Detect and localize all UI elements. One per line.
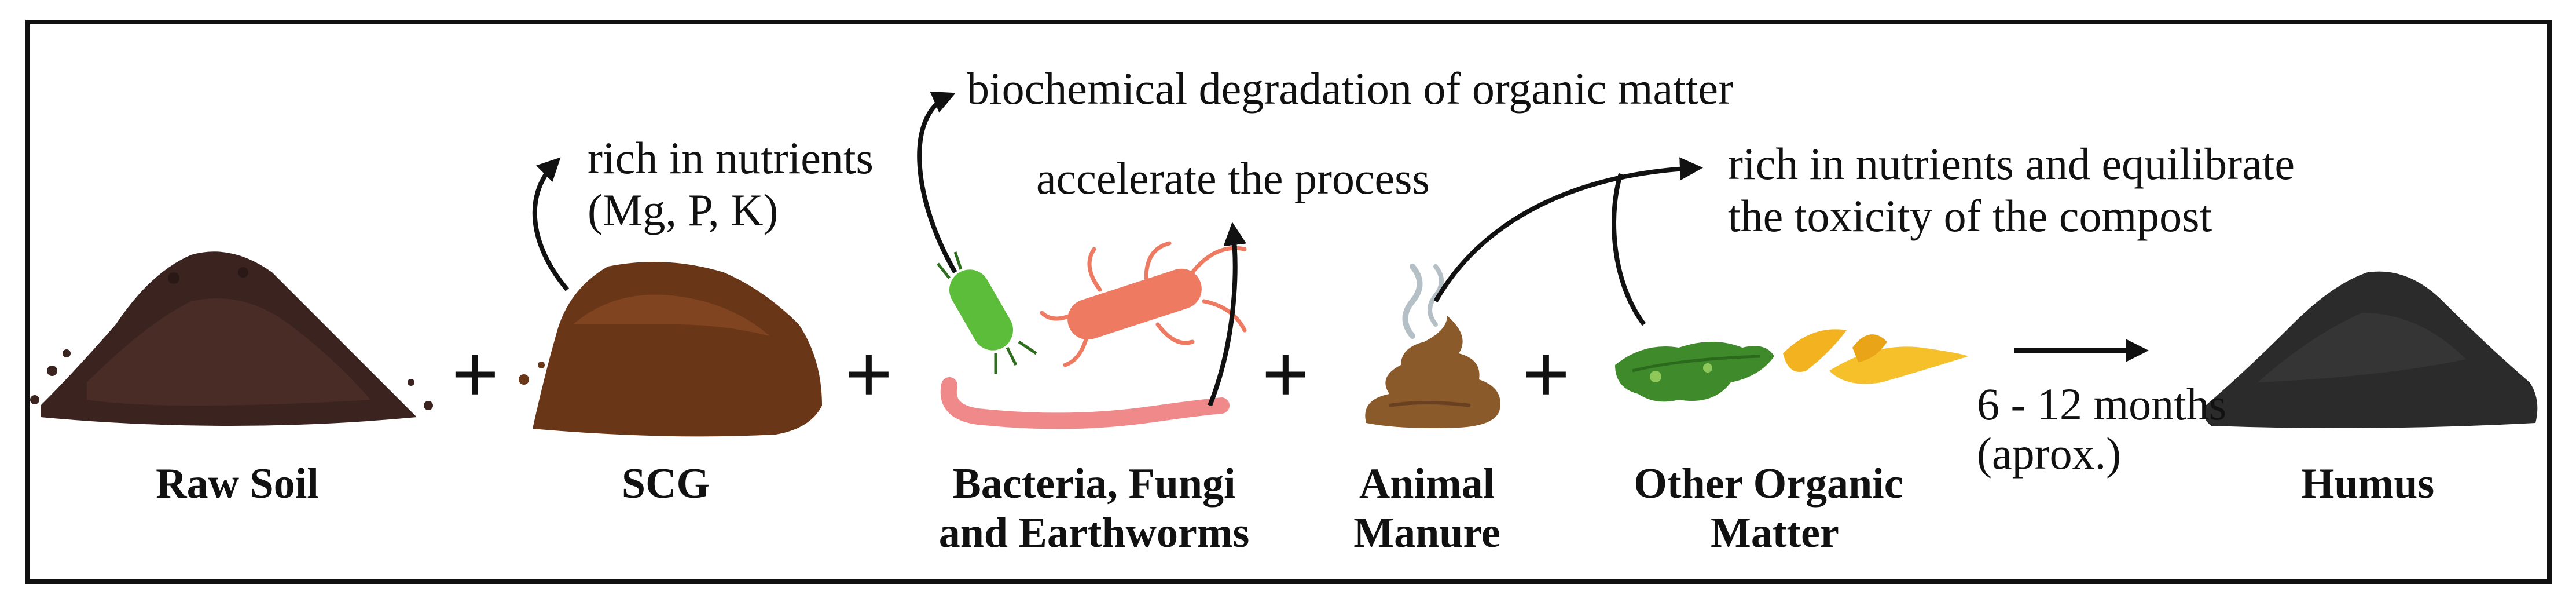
manure-annotation-line2: the toxicity of the compost bbox=[1728, 191, 2212, 241]
duration-label-line1: 6 - 12 months bbox=[1977, 379, 2227, 429]
scg-annotation-line1: rich in nutrients bbox=[588, 133, 874, 183]
stage-label-bacteria-line1: Bacteria, Fungi bbox=[952, 460, 1236, 508]
duration-label-line2: (aprox.) bbox=[1977, 428, 2122, 479]
stage-label-humus: Humus bbox=[2300, 460, 2435, 508]
earthworm-icon bbox=[940, 377, 1230, 429]
red-bacterium-icon bbox=[1040, 241, 1247, 367]
humus-pile-icon bbox=[2203, 271, 2538, 428]
earthworm-accelerate-arrow bbox=[1208, 222, 1247, 407]
stage-label-manure-line2: Manure bbox=[1353, 509, 1500, 557]
manure-arrow bbox=[1433, 157, 1703, 302]
scg-annotation-line2: (Mg, P, K) bbox=[588, 185, 779, 235]
stage-label-organic-line2: Matter bbox=[1711, 509, 1839, 557]
green-bacterium-icon bbox=[937, 251, 1037, 374]
plus-sign-1: + bbox=[452, 328, 499, 419]
manure-icon bbox=[1365, 264, 1500, 428]
stage-label-organic-line1: Other Organic bbox=[1634, 460, 1903, 508]
organic-waste-icon bbox=[1615, 329, 1968, 402]
plus-sign-2: + bbox=[845, 328, 893, 419]
plus-sign-4: + bbox=[1522, 328, 1570, 419]
microbe-annotation: biochemical degradation of organic matte… bbox=[967, 63, 1734, 114]
earthworm-annotation: accelerate the process bbox=[1036, 153, 1430, 203]
scg-nutrient-arrow bbox=[532, 157, 570, 291]
stage-label-bacteria-line2: and Earthworms bbox=[938, 509, 1250, 557]
stage-label-raw-soil: Raw Soil bbox=[156, 460, 319, 508]
diagram-frame bbox=[25, 20, 2552, 584]
soil-pile-icon bbox=[30, 251, 433, 426]
microbes-worm-icon bbox=[937, 241, 1247, 429]
stage-label-scg: SCG bbox=[621, 460, 710, 508]
coffee-grounds-icon bbox=[519, 262, 822, 437]
plus-sign-3: + bbox=[1262, 328, 1309, 419]
manure-annotation-line1: rich in nutrients and equilibrate bbox=[1728, 138, 2295, 189]
stage-label-manure-line1: Animal bbox=[1359, 460, 1495, 508]
microbe-degradation-arrow bbox=[917, 91, 957, 274]
organic-matter-arrow bbox=[1612, 173, 1646, 326]
